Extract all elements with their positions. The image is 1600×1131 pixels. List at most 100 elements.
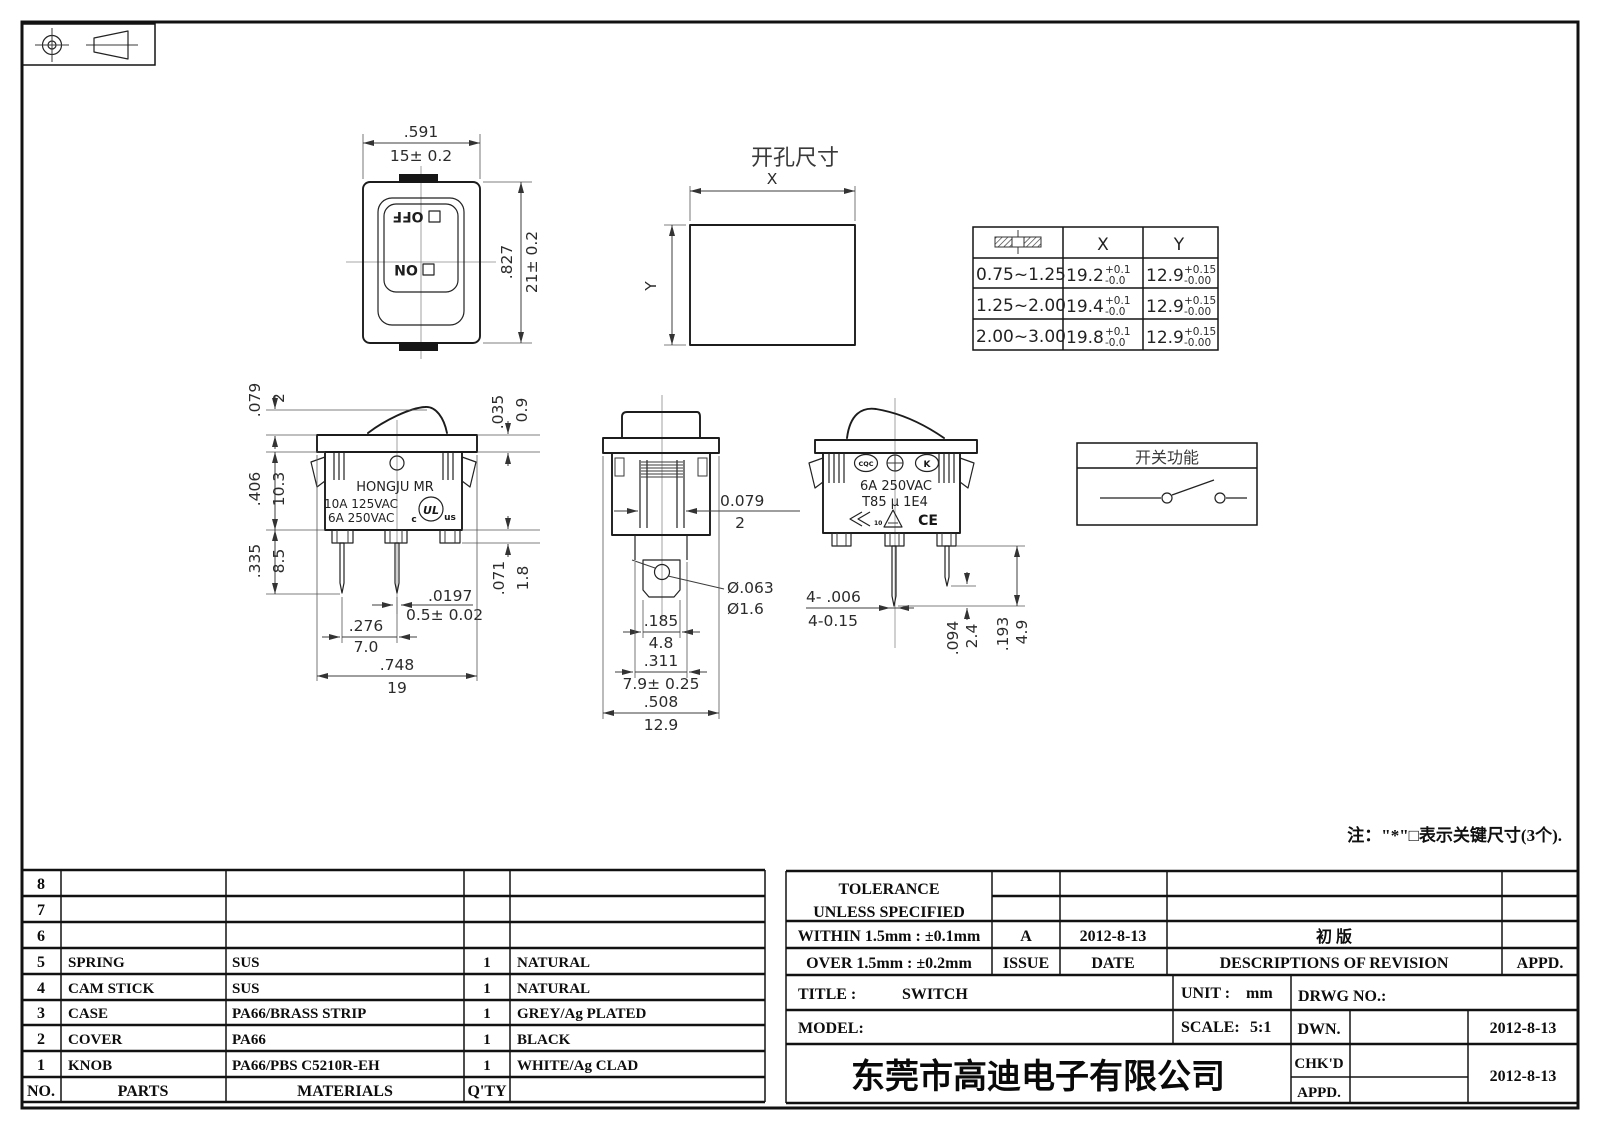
dim-end-hole-in: Ø.063 <box>727 579 774 597</box>
rocker-opening <box>377 197 465 326</box>
rocker-off-label: OFF <box>392 208 423 224</box>
cutout-row-range: 0.75~1.25 <box>976 265 1066 285</box>
side-view: HONGJU MR 10A 125VAC 6A 250VAC UL c us .… <box>246 383 540 697</box>
scale-value: 5:1 <box>1250 1019 1271 1036</box>
cutout-row-x: 19.8 <box>1066 328 1104 348</box>
ul-recognized-icon: UL c us <box>411 496 456 525</box>
svg-text:10: 10 <box>874 520 882 527</box>
svg-text:1: 1 <box>37 1057 45 1074</box>
svg-text:GREY/Ag PLATED: GREY/Ag PLATED <box>517 1006 646 1022</box>
dim-back-pins-mm: 4-0.15 <box>808 612 858 630</box>
svg-text:us: us <box>444 513 456 523</box>
cutout-row-y: 12.9 <box>1146 266 1184 286</box>
terminal-stub <box>831 532 852 547</box>
cutout-row-y-tol-plus: +0.15 <box>1184 295 1216 307</box>
dim-side-stub-in: .071 <box>490 561 508 596</box>
dim-back-short-in: .094 <box>944 621 962 656</box>
dim-side-flange-mm: 0.9 <box>513 398 531 423</box>
issue-label: ISSUE <box>1003 955 1049 972</box>
rocker-on-label: ON <box>394 261 418 277</box>
company-name: 东莞市高迪电子有限公司 <box>851 1057 1225 1096</box>
tolerance-over: OVER 1.5mm : ±0.2mm <box>806 955 972 972</box>
revision-date-value: 2012-8-13 <box>1080 928 1147 945</box>
cutout-table: X Y 0.75~1.25 19.2 +0.1 -0.0 12.9 +0.15 … <box>972 226 1219 351</box>
dim-side-rocker-mm: 2 <box>270 393 288 403</box>
cutout-col-x: X <box>1097 235 1109 255</box>
table-row: 1 KNOB PA66/PBS C5210R-EH 1 WHITE/Ag CLA… <box>37 1057 638 1074</box>
terminal-stub <box>936 532 957 547</box>
svg-text:SPRING: SPRING <box>68 955 125 971</box>
dim-front-width-mm: 15± 0.2 <box>390 147 452 165</box>
body <box>611 452 711 536</box>
cutout-row-x-tol-plus: +0.1 <box>1105 264 1131 276</box>
datum-target-icon <box>35 28 69 62</box>
scale-label: SCALE: <box>1181 1019 1240 1036</box>
date-label: DATE <box>1091 955 1134 972</box>
table-row: 5 SPRING SUS 1 NATURAL <box>37 954 590 971</box>
flange <box>602 437 720 454</box>
back-marking-t85: T85 μ 1E4 <box>861 495 928 510</box>
dim-side-body-mm: 10.3 <box>270 472 288 507</box>
projection-symbol-box <box>21 23 156 66</box>
tolerance-title-line2: UNLESS SPECIFIED <box>813 904 965 921</box>
cutout-row-x-tol-minus: -0.0 <box>1105 306 1126 318</box>
cutout-row-x-tol-minus: -0.0 <box>1105 275 1126 287</box>
terminal-stub <box>331 529 354 544</box>
terminal-pin <box>339 542 345 594</box>
dwn-date: 2012-8-13 <box>1490 1020 1557 1037</box>
appd-column-label: APPD. <box>1517 955 1564 972</box>
dim-end-hole-mm: Ø1.6 <box>727 600 764 618</box>
knob-profile <box>621 411 701 439</box>
dim-end-blade-in: .185 <box>644 612 679 630</box>
dim-side-pin-in: .335 <box>246 544 264 579</box>
svg-text:CASE: CASE <box>68 1006 108 1022</box>
svg-text:1: 1 <box>483 1032 491 1048</box>
dim-side-pin-mm: 8.5 <box>270 549 288 574</box>
terminal-stub <box>439 529 461 544</box>
cutout-row-x-tol-minus: -0.0 <box>1105 337 1126 349</box>
terminal-pin <box>394 542 400 594</box>
dim-back-long-mm: 4.9 <box>1013 620 1031 645</box>
dim-front-height-mm: 21± 0.2 <box>523 231 541 293</box>
side-marking-brand: HONGJU MR <box>356 480 434 495</box>
svg-text:2: 2 <box>37 1031 45 1048</box>
dim-end-wall-in: 0.079 <box>720 492 764 510</box>
descriptions-label: DESCRIPTIONS OF REVISION <box>1220 955 1449 972</box>
dim-front-height-in: .827 <box>498 245 516 280</box>
dim-side-thick-mm: 0.5± 0.02 <box>406 606 483 624</box>
svg-text:NATURAL: NATURAL <box>517 981 590 997</box>
dim-side-width-mm: 19 <box>387 679 407 697</box>
back-view: CQC K 6A 250VAC T85 μ 1E4 10 CE <box>806 398 1031 655</box>
tolerance-within: WITHIN 1.5mm : ±0.1mm <box>798 928 981 945</box>
svg-text:PA66/PBS C5210R-EH: PA66/PBS C5210R-EH <box>232 1058 380 1074</box>
cutout-row-y: 12.9 <box>1146 328 1184 348</box>
pivot-hole <box>389 455 405 471</box>
svg-text:5: 5 <box>37 954 45 971</box>
drwg-no-label: DRWG NO.: <box>1298 988 1386 1005</box>
svg-text:PA66: PA66 <box>232 1032 266 1048</box>
tolerance-title-line1: TOLERANCE <box>838 881 939 898</box>
function-box-title: 开关功能 <box>1135 449 1199 467</box>
cutout-col-y: Y <box>1173 235 1185 255</box>
key-dimension-note: 注："*"□表示关键尺寸(3个). <box>1347 825 1562 845</box>
cutout-row-x: 19.4 <box>1066 297 1104 317</box>
chkd-label: CHK'D <box>1294 1056 1343 1072</box>
dim-side-flange-in: .035 <box>489 395 507 430</box>
title-value: SWITCH <box>902 986 968 1003</box>
svg-text:PA66/BRASS STRIP: PA66/BRASS STRIP <box>232 1006 366 1022</box>
unit-value: mm <box>1246 985 1273 1002</box>
title-block-grid <box>785 869 1578 1105</box>
cutout-row-x: 19.2 <box>1066 266 1104 286</box>
dim-side-thick-in: .0197 <box>428 587 472 605</box>
svg-text:c: c <box>411 515 416 525</box>
svg-text:NATURAL: NATURAL <box>517 955 590 971</box>
dim-side-stub-mm: 1.8 <box>514 566 532 591</box>
dim-end-blade-mm: 4.8 <box>649 634 674 652</box>
rocker-face <box>383 203 459 293</box>
svg-text:PARTS: PARTS <box>118 1083 169 1100</box>
dim-side-pitch-mm: 7.0 <box>354 638 379 656</box>
cutout-row-y-tol-minus: -0.00 <box>1184 337 1211 349</box>
back-marking-rating: 6A 250VAC <box>860 479 932 494</box>
svg-text:7: 7 <box>37 902 45 919</box>
